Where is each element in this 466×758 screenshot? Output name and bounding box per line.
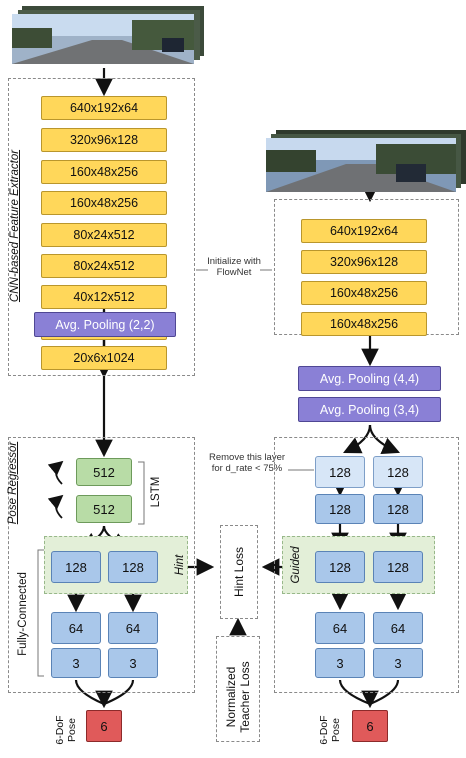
student-conv-layer: 160x48x256	[301, 312, 427, 336]
teacher-loss-box	[216, 636, 260, 742]
fc-unit: 64	[51, 612, 101, 644]
avg-pooling-layer: Avg. Pooling (2,2)	[34, 312, 176, 337]
conv-layer: 80x24x512	[41, 223, 167, 247]
student-fc-unit: 3	[315, 648, 365, 678]
input-image-frames-left	[12, 6, 204, 64]
guided-label: Guided	[290, 546, 302, 584]
student-fc-unit: 64	[373, 612, 423, 644]
student-conv-layer: 640x192x64	[301, 219, 427, 243]
pose-output-label: 6-DoF Pose	[54, 715, 78, 745]
conv-layer: 160x48x256	[41, 160, 167, 184]
avg-pooling-layer-1: Avg. Pooling (4,4)	[298, 366, 441, 391]
fc-unit: 128	[108, 551, 158, 583]
conv-layer: 320x96x128	[41, 128, 167, 152]
student-regressor-panel	[274, 437, 459, 693]
feature-extractor-label: CNN-based Feature Extractor	[9, 149, 21, 303]
student-fc-unit: 128	[315, 494, 365, 524]
lstm-unit: 512	[76, 495, 132, 523]
hint-loss-box	[220, 525, 258, 619]
conv-layer: 20x6x1024	[41, 346, 167, 370]
lstm-label: LSTM	[150, 476, 162, 508]
removable-fc-unit: 128	[315, 456, 365, 488]
conv-layer: 160x48x256	[41, 191, 167, 215]
student-pose-output-label: 6-DoF Pose	[318, 715, 342, 745]
student-pose-output: 6	[352, 710, 388, 742]
lstm-unit: 512	[76, 458, 132, 486]
fully-connected-label: Fully-Connected	[17, 572, 29, 656]
student-fc-unit: 64	[315, 612, 365, 644]
hint-label: Hint	[174, 554, 186, 576]
hint-loss-label: Hint Loss	[232, 546, 246, 598]
initialize-note: Initialize with FlowNet	[207, 256, 261, 278]
fc-unit: 64	[108, 612, 158, 644]
student-conv-layer: 160x48x256	[301, 281, 427, 305]
fc-unit: 3	[51, 648, 101, 678]
fc-unit: 3	[108, 648, 158, 678]
student-conv-layer: 320x96x128	[301, 250, 427, 274]
conv-layer: 40x12x512	[41, 285, 167, 309]
avg-pooling-layer-2: Avg. Pooling (3,4)	[298, 397, 441, 422]
conv-layer: 80x24x512	[41, 254, 167, 278]
remove-layer-note: Remove this layer for d_rate < 75%	[208, 452, 286, 474]
fc-unit: 128	[51, 551, 101, 583]
guided-fc-unit: 128	[315, 551, 365, 583]
student-fc-unit: 128	[373, 494, 423, 524]
student-fc-unit: 3	[373, 648, 423, 678]
guided-fc-unit: 128	[373, 551, 423, 583]
feature-extractor-panel	[8, 78, 195, 376]
pose-regressor-label: Pose Regressor	[7, 441, 19, 525]
pose-regressor-panel	[8, 437, 195, 693]
removable-fc-unit: 128	[373, 456, 423, 488]
input-image-frames-right	[266, 130, 466, 192]
teacher-loss-label: Normalized Teacher Loss	[224, 661, 252, 733]
pose-output: 6	[86, 710, 122, 742]
conv-layer: 640x192x64	[41, 96, 167, 120]
